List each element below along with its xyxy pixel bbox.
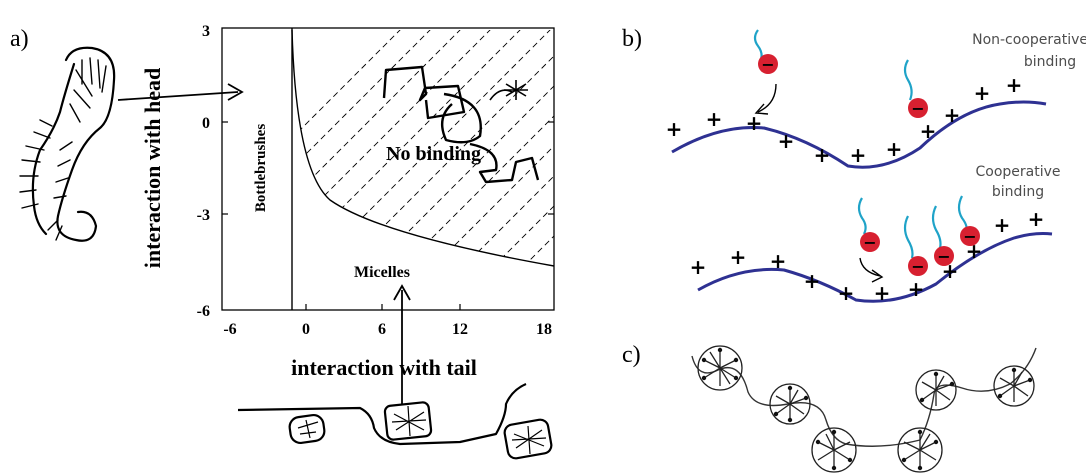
- panel-b-label: b): [622, 26, 642, 52]
- y-tick-label: 0: [202, 115, 210, 132]
- no-binding-hatching: [292, 30, 554, 266]
- surfactant-ion-bound: −: [903, 215, 928, 276]
- positive-charge: +: [838, 281, 855, 305]
- positive-charge: +: [920, 119, 937, 143]
- negative-charge: −: [911, 257, 924, 276]
- surface-charges-top: + + + + + + + + + + +: [666, 73, 1023, 167]
- positive-charge: +: [1028, 207, 1045, 231]
- positive-charge: +: [908, 277, 925, 301]
- surfactant-ion-free: −: [753, 29, 778, 74]
- negative-charge: −: [863, 233, 876, 252]
- micelle-chain-sketch-icon: [237, 382, 553, 460]
- negative-charge: −: [911, 99, 924, 118]
- arrow-head: [393, 284, 411, 301]
- arrow-to-bottlebrush-region: [117, 91, 239, 101]
- binding-arrow: [757, 83, 777, 113]
- negative-charge: −: [761, 55, 774, 74]
- x-tick-label: 0: [302, 321, 310, 338]
- surfactant-ion-free: −: [857, 197, 880, 252]
- polymer-chain-bottom: [697, 232, 1053, 303]
- surfactant-ion-bound: −: [957, 195, 980, 246]
- non-cooperative-caption-line1: Non-cooperative: [972, 32, 1086, 48]
- negative-charge: −: [963, 227, 976, 246]
- positive-charge: +: [874, 281, 891, 305]
- positive-charge: +: [730, 245, 747, 269]
- micelle-icon: [897, 427, 943, 473]
- no-binding-label: No binding: [386, 143, 481, 165]
- positive-charge: +: [770, 249, 787, 273]
- cooperative-caption-line1: Cooperative: [975, 164, 1060, 180]
- panel-b: b) Non-cooperative binding + + + + + + +…: [622, 26, 1086, 305]
- micelle-icon: [697, 345, 743, 391]
- x-tick-labels: -6 0 6 12 18: [223, 321, 552, 338]
- panel-a-label: a): [10, 26, 29, 52]
- positive-charge: +: [804, 269, 821, 293]
- x-tick-label: 6: [378, 321, 386, 338]
- positive-charge: +: [974, 81, 991, 105]
- panel-c: c): [622, 342, 1037, 473]
- micelle-icon: [993, 365, 1035, 407]
- bottlebrush-sketch-icon: [19, 46, 116, 242]
- arrow-head: [754, 103, 769, 115]
- positive-charge: +: [778, 129, 795, 153]
- micelle-beads: [697, 345, 1035, 473]
- panel-c-label: c): [622, 342, 641, 368]
- polymer-backbone: [691, 347, 1037, 447]
- bottlebrushes-label: Bottlebrushes: [253, 124, 269, 213]
- non-cooperative-caption-line2: binding: [1024, 54, 1076, 70]
- x-axis-label: interaction with tail: [291, 355, 477, 380]
- micelle-icon: [769, 383, 811, 425]
- positive-charge: +: [994, 213, 1011, 237]
- polymer-chain-top: [671, 100, 1047, 169]
- free-polymer-chain-icon: [382, 65, 540, 184]
- negative-charge: −: [937, 247, 950, 266]
- micelle-icon: [811, 427, 857, 473]
- panel-a: a) 3 0 -3 -6: [10, 23, 555, 460]
- cooperative-caption-line2: binding: [992, 184, 1044, 200]
- surfactant-ion-bound: −: [903, 59, 928, 118]
- y-tick-label: 3: [202, 23, 210, 40]
- positive-charge: +: [1006, 73, 1023, 97]
- positive-charge: +: [690, 255, 707, 279]
- curved-phase-boundary: [291, 29, 555, 267]
- surface-charges-bottom: + + + + + + + + + + +: [690, 207, 1045, 305]
- positive-charge: +: [706, 107, 723, 131]
- surfactant-ion-bound: −: [931, 205, 954, 266]
- positive-charge: +: [886, 137, 903, 161]
- y-tick-label: -6: [197, 303, 210, 320]
- binding-arrow: [859, 257, 881, 277]
- positive-charge: +: [814, 143, 831, 167]
- y-tick-labels: 3 0 -3 -6: [197, 23, 210, 320]
- y-axis-label: interaction with head: [140, 68, 165, 268]
- y-tick-marks: [222, 121, 554, 215]
- micelles-label: Micelles: [354, 264, 410, 281]
- micelle-head-dots: [701, 347, 1033, 471]
- x-tick-label: -6: [223, 321, 236, 338]
- positive-charge: +: [850, 143, 867, 167]
- positive-charge: +: [746, 111, 763, 135]
- x-tick-label: 18: [536, 321, 552, 338]
- free-surfactant-icon: [489, 80, 528, 101]
- positive-charge: +: [666, 117, 683, 141]
- x-tick-marks: [305, 304, 461, 310]
- arrow-head: [871, 269, 884, 283]
- micelle-icon: [915, 369, 957, 411]
- positive-charge: +: [944, 103, 961, 127]
- phase-diagram-frame: [221, 27, 555, 311]
- x-tick-label: 12: [452, 321, 468, 338]
- arrow-head: [227, 83, 244, 101]
- y-tick-label: -3: [197, 207, 210, 224]
